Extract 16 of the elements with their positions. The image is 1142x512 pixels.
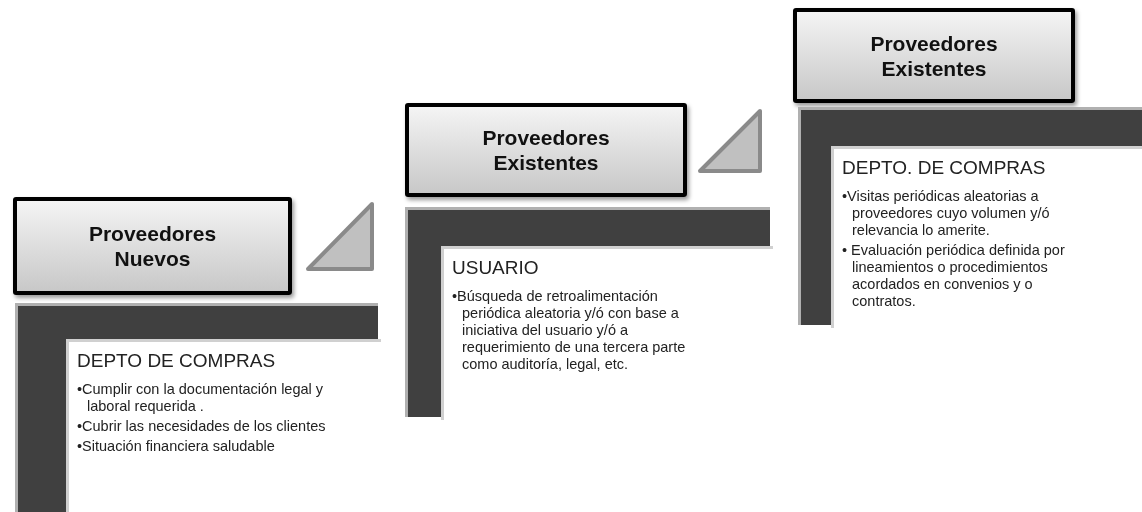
step-band (15, 303, 378, 512)
step-title-box: Proveedores Nuevos (13, 197, 292, 295)
step-band (798, 107, 1142, 325)
bullet-item: •Cubrir las necesidades de los clientes (77, 418, 327, 435)
text-panel (66, 339, 381, 512)
step-title-box: Proveedores Existentes (793, 8, 1075, 103)
panel-heading: USUARIO (452, 257, 539, 279)
bullet-item: • Evaluación periódica definida por lineamientos o procedimientos acordados en convenios y o contratos. (842, 242, 1066, 310)
bullet-item: •Visitas periódicas aleatorias a proveedores cuyo volumen y/ó relevancia lo amerite. (842, 188, 1051, 239)
bullet-item: •Cumplir con la documentación legal y laboral requerida . (77, 381, 325, 415)
text-panel (831, 146, 1142, 328)
step-title-box: Proveedores Existentes (405, 103, 687, 197)
bullet-item: •Situación financiera saludable (77, 438, 276, 455)
bullet-item: •Búsqueda de retroalimentación periódica aleatoria y/ó con base a iniciativa del usuario y/ó a requerimiento de una tercera parte como auditoría, legal, etc. (452, 288, 687, 373)
panel-heading: DEPTO DE COMPRAS (77, 350, 276, 372)
panel-heading: DEPTO. DE COMPRAS (842, 157, 1046, 179)
